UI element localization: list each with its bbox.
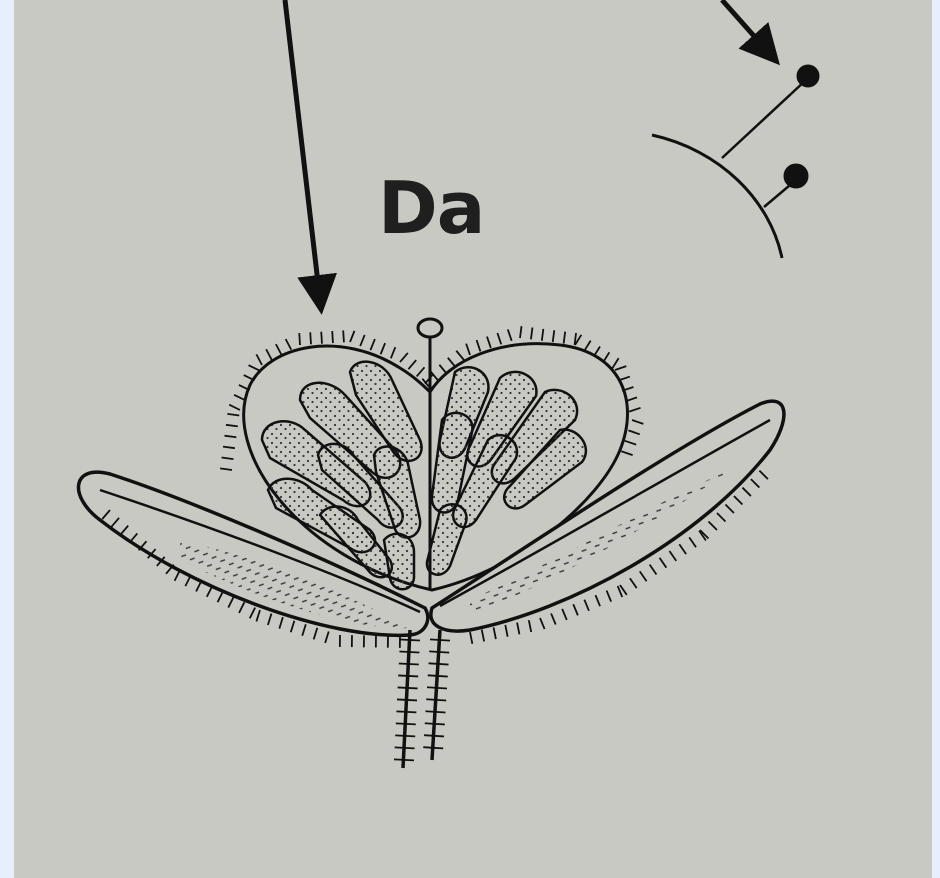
leader-arrow-right [722,0,770,54]
stigma [418,319,442,337]
flower-drawing [78,319,783,768]
glandular-hair-detail [652,66,818,258]
stem-right [432,630,440,760]
leader-arrow-left [285,0,320,300]
figure-label: Da [378,168,484,248]
